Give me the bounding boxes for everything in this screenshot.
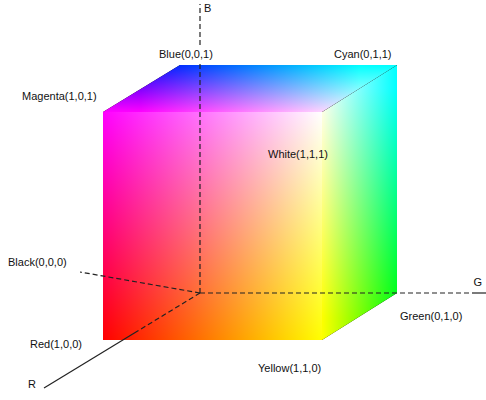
- axis-label: R: [28, 378, 36, 391]
- corner-label: Black(0,0,0): [8, 256, 67, 269]
- corner-label: Yellow(1,1,0): [258, 362, 321, 375]
- g-axis: [200, 292, 472, 293]
- corner-label: Green(0,1,0): [400, 310, 462, 323]
- corner-label: Magenta(1,0,1): [22, 90, 97, 103]
- axis-label: B: [204, 2, 211, 15]
- right-face: [322, 65, 397, 340]
- r-axis-hidden: [136, 293, 200, 332]
- black-axis: [80, 272, 200, 293]
- corner-label: White(1,1,1): [268, 148, 328, 161]
- axes: [80, 4, 472, 293]
- corner-label: Red(1,0,0): [30, 338, 82, 351]
- axis-label: G: [472, 276, 483, 289]
- corner-label: Blue(0,0,1): [158, 48, 214, 61]
- corner-label: Cyan(0,1,1): [333, 48, 392, 61]
- front-face: [103, 112, 322, 340]
- g-axis-end: [472, 292, 486, 293]
- top-face: [103, 65, 397, 112]
